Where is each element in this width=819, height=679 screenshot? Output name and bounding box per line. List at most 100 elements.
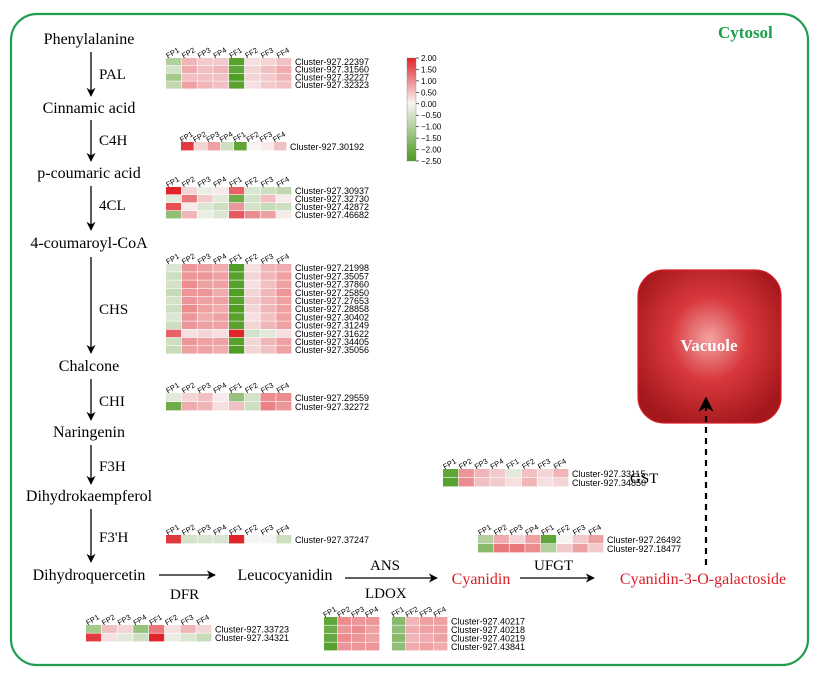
heatmap-column-header: FF3 — [259, 523, 275, 537]
heatmap-column-header: FP3 — [508, 522, 524, 537]
heatmap-row-label: Cluster-927.32730 — [295, 194, 369, 204]
legend-tick-label: 1.00 — [421, 77, 437, 86]
heatmap-cell — [229, 393, 245, 402]
heatmap-cell — [181, 288, 197, 297]
heatmap-cell — [213, 402, 229, 411]
heatmap-cell — [556, 544, 572, 553]
heatmap-row-label: Cluster-927.33723 — [215, 625, 289, 635]
heatmap-c4h: FP1FP2FP3FP4FF1FF2FF3FF4Cluster-927.3019… — [178, 129, 364, 152]
heatmap-column-header: FF4 — [195, 613, 211, 627]
heatmap-cell — [181, 187, 197, 195]
legend-gradient-bar — [406, 57, 417, 162]
heatmap-cell — [276, 203, 292, 211]
heatmap-row-label: Cluster-927.27653 — [295, 296, 369, 306]
heatmap-cell — [229, 65, 245, 73]
heatmap-cell — [276, 187, 292, 195]
heatmap-cell — [244, 402, 260, 411]
heatmap-cell — [521, 469, 537, 478]
heatmap-cell — [478, 535, 494, 544]
heatmap-cell — [166, 81, 182, 89]
heatmap-cell — [260, 142, 274, 151]
heatmap-cell — [133, 625, 149, 633]
heatmap-cell — [213, 337, 229, 346]
heatmap-row-label: Cluster-927.35057 — [295, 271, 369, 281]
heatmap-cell — [166, 264, 182, 272]
heatmap-cell — [324, 625, 338, 634]
heatmap-cell — [197, 272, 213, 280]
heatmap-cell — [276, 321, 292, 329]
heatmap-cell — [86, 625, 102, 633]
heatmap-cell — [244, 305, 260, 313]
heatmap-cell — [197, 195, 213, 203]
heatmap-cell — [474, 469, 490, 478]
heatmap-cell — [260, 73, 276, 81]
heatmap-cell — [366, 617, 380, 625]
heatmap-cell — [406, 634, 420, 642]
heatmap-column-header: FP1 — [476, 522, 492, 537]
heatmap-cell — [490, 478, 506, 487]
heatmap-cell — [166, 195, 182, 203]
heatmap-row-label: Cluster-927.26492 — [607, 535, 681, 545]
heatmap-cell — [213, 305, 229, 313]
heatmap-cell — [229, 203, 245, 211]
heatmap-cell — [181, 142, 194, 151]
heatmap-cell — [260, 187, 276, 195]
metabolite-dihydroquercetin: Dihydroquercetin — [33, 567, 146, 584]
heatmap-cell — [338, 634, 352, 642]
heatmap-cell — [229, 195, 245, 203]
heatmap-cell — [181, 81, 197, 89]
heatmap-row-label: Cluster-927.32272 — [295, 402, 369, 412]
heatmap-cell — [213, 58, 229, 66]
heatmap-row-label: Cluster-927.22397 — [295, 57, 369, 67]
metabolite-leucocyanidin: Leucocyanidin — [237, 567, 332, 584]
heatmap-cell — [229, 272, 245, 280]
heatmap-cell — [149, 625, 165, 633]
heatmap-cell — [181, 321, 197, 329]
heatmap-cell — [229, 329, 245, 338]
heatmap-cell — [244, 58, 260, 66]
heatmap-cell — [276, 58, 292, 66]
heatmap-cell — [166, 321, 182, 329]
heatmap-cell — [244, 288, 260, 297]
heatmap-cell — [229, 288, 245, 297]
heatmap-column-header: FF2 — [520, 457, 536, 471]
heatmap-column-header: FF3 — [571, 523, 587, 537]
heatmap-cell — [553, 478, 569, 487]
heatmap-cell — [197, 313, 213, 321]
heatmap-cell — [276, 402, 292, 411]
heatmap-row-label: Cluster-927.32323 — [295, 80, 369, 90]
heatmap-cell — [509, 544, 525, 553]
heatmap-cell — [181, 393, 197, 402]
heatmap-cell — [213, 73, 229, 81]
heatmap-column-header: FP1 — [164, 174, 180, 189]
vacuole-label: Vacuole — [681, 336, 738, 355]
heatmap-cell — [509, 535, 525, 544]
heatmap-row-label: Cluster-927.25850 — [295, 288, 369, 298]
legend-tick-label: −2.50 — [421, 157, 442, 166]
heatmap-column-header: FP3 — [116, 612, 132, 627]
heatmap-cell — [276, 313, 292, 321]
heatmap-cell — [166, 65, 182, 73]
heatmap-column-header: FP1 — [164, 251, 180, 266]
enzyme-ldox: LDOX — [365, 586, 407, 602]
heatmap-cell — [260, 296, 276, 305]
heatmap-cell — [197, 264, 213, 272]
heatmap-cell — [493, 544, 509, 553]
heatmap-cell — [434, 617, 448, 625]
heatmap-column-header: FP2 — [180, 251, 196, 266]
heatmap-cell — [180, 633, 196, 642]
heatmap-cell — [521, 478, 537, 487]
heatmap-cell — [166, 280, 182, 288]
heatmap-cell — [443, 478, 459, 487]
heatmap-cell — [493, 535, 509, 544]
heatmap-cell — [458, 469, 474, 478]
heatmap-cell — [166, 187, 182, 195]
heatmap-column-header: FP2 — [180, 522, 196, 537]
heatmap-column-header: FF2 — [243, 175, 259, 189]
heatmap-row-label: Cluster-927.30192 — [290, 142, 364, 152]
heatmap-cell — [392, 634, 406, 642]
heatmap-cell — [260, 272, 276, 280]
heatmap-cell — [276, 73, 292, 81]
heatmap-row-label: Cluster-927.31622 — [295, 329, 369, 339]
